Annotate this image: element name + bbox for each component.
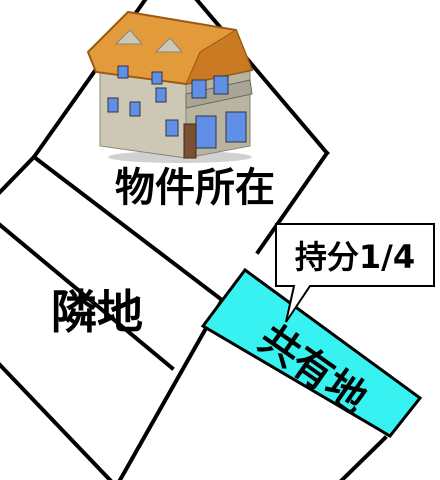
boundary-line	[255, 150, 330, 255]
house-window	[155, 87, 167, 103]
shared-land-strip	[200, 267, 423, 438]
boundary-line	[339, 435, 388, 480]
house-window	[195, 115, 217, 149]
house-window	[165, 119, 179, 137]
property-label: 物件所在	[115, 165, 275, 211]
house-icon	[86, 10, 254, 163]
boundary-line	[0, 222, 175, 371]
house-window	[213, 75, 229, 95]
boundary-line	[0, 362, 113, 480]
house-roof-side	[185, 29, 253, 85]
callout: 持分1/4	[275, 223, 435, 323]
house-window	[129, 101, 141, 117]
house-door	[183, 123, 197, 159]
house-window	[107, 97, 119, 113]
dormer	[114, 29, 144, 45]
boundary-line	[117, 297, 225, 480]
lot-boundaries	[0, 0, 388, 480]
house-window	[117, 65, 129, 79]
dormer	[154, 37, 184, 53]
callout-bubble	[275, 223, 435, 323]
house-window	[191, 79, 207, 99]
house-window	[225, 111, 247, 143]
callout-label: 持分1/4	[295, 238, 415, 276]
boundary-line	[0, 154, 37, 195]
house-window	[151, 71, 163, 85]
boundary-line	[194, 0, 330, 156]
neighbor-label: 隣地	[51, 285, 143, 339]
boundary-line	[31, 154, 225, 303]
